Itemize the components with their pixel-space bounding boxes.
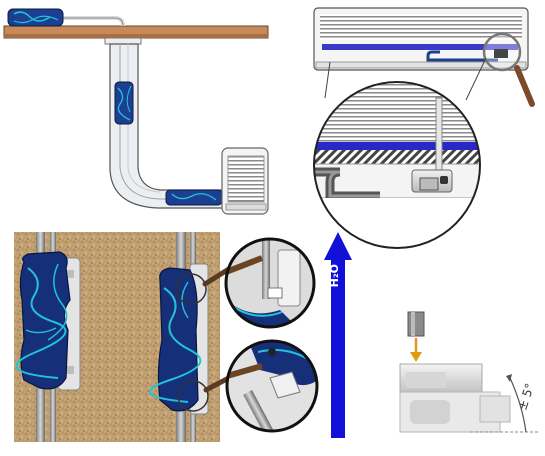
- tilt-arc: [509, 377, 527, 433]
- detail-callout: [177, 380, 209, 412]
- pump-icon: [165, 189, 223, 206]
- zoom-leader: [324, 61, 331, 99]
- tilt-label: ± 5°: [515, 382, 537, 412]
- drain-pipe: [407, 311, 425, 337]
- magnifier-icon: [482, 32, 535, 107]
- clip-detail-bottom: [225, 339, 319, 433]
- top-hose: [60, 16, 125, 27]
- drain-hose: [426, 50, 498, 62]
- pump-icon: [15, 251, 71, 390]
- clip-detail-top: [224, 237, 316, 329]
- pump-housing: [399, 363, 511, 433]
- shelf-edge: [4, 34, 268, 38]
- drain-tray: [322, 44, 518, 50]
- pump-icon: [7, 8, 64, 27]
- water-label: H₂O: [328, 264, 341, 287]
- ceiling-bracket: [104, 37, 142, 45]
- arrow-up-icon: H₂O: [324, 232, 352, 438]
- zoom-leader: [465, 57, 487, 101]
- tilt-tolerance-panel: ± 5°: [399, 311, 540, 433]
- zoom-circle: [313, 81, 481, 249]
- wall-mount-panel: [14, 232, 243, 442]
- indoor-unit: [221, 147, 269, 215]
- ac-unit-detail-panel: [313, 7, 535, 249]
- detail-callout: [175, 273, 207, 305]
- ceiling-routing-panel: [3, 8, 269, 215]
- pump-icon: [114, 81, 134, 125]
